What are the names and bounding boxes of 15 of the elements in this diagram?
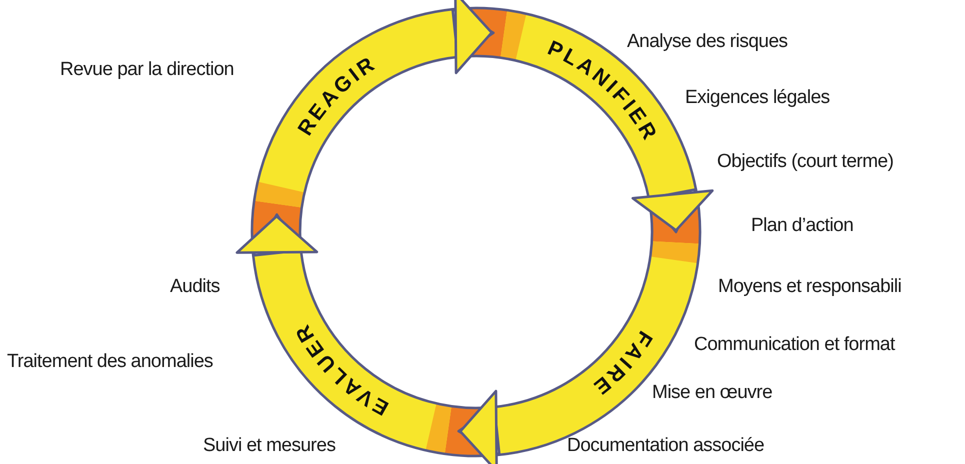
arrow	[632, 189, 714, 232]
step-text: Suivi et mesures	[203, 435, 336, 457]
step-text: Moyens et responsabili	[718, 276, 902, 298]
step-text: Communication et format	[694, 334, 895, 356]
step-text: Exigences légales	[685, 87, 830, 109]
arrow	[236, 215, 318, 254]
step-text: Plan d’action	[751, 215, 854, 237]
step-text: Mise en œuvre	[652, 382, 772, 404]
step-text: Traitement des anomalies	[7, 351, 213, 373]
arrow	[459, 390, 498, 464]
step-text: Documentation associée	[567, 435, 764, 457]
step-text: Revue par la direction	[60, 59, 234, 81]
step-text: Audits	[170, 276, 220, 298]
arrow	[454, 0, 493, 74]
step-text: Objectifs (court terme)	[717, 151, 894, 173]
